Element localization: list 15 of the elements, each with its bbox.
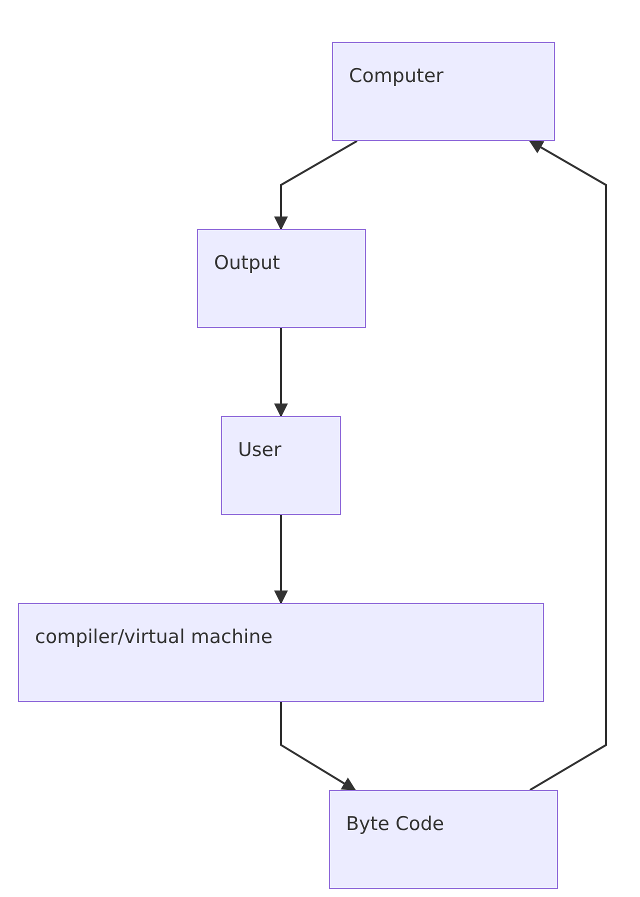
process-box <box>18 603 544 702</box>
process-box <box>197 229 366 328</box>
node-label: compiler/virtual machine <box>35 626 273 648</box>
arrow <box>528 140 607 791</box>
node-label: User <box>238 439 282 461</box>
arrow <box>274 515 288 604</box>
node-label: Output <box>214 252 280 274</box>
process-box <box>332 42 555 141</box>
process-box <box>221 416 341 515</box>
arrow <box>280 702 356 791</box>
arrow <box>274 328 288 418</box>
process-box <box>329 790 558 889</box>
arrow <box>274 140 358 230</box>
node-label: Computer <box>349 65 444 87</box>
node-label: Byte Code <box>346 813 444 835</box>
